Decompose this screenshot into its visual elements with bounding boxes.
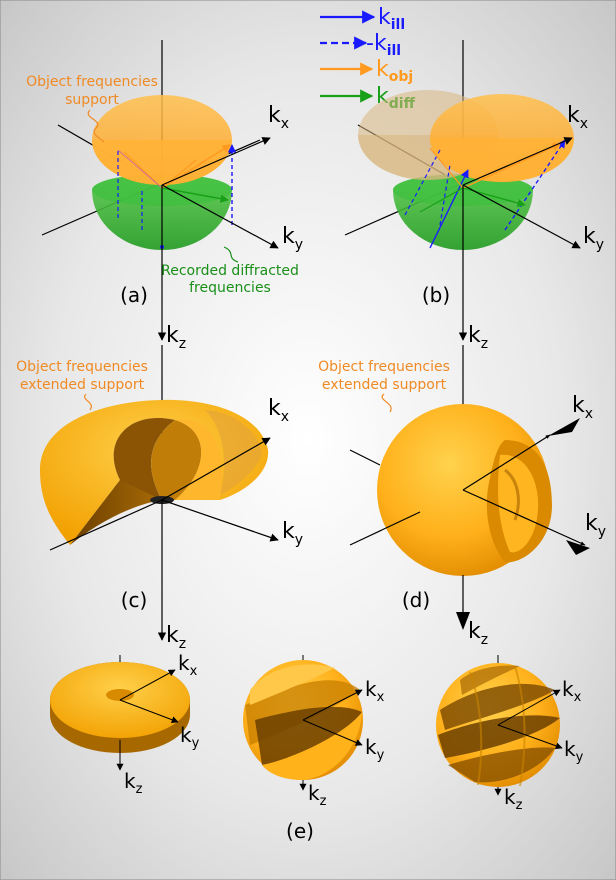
recorded-frequencies-label: Recorded diffracted: [161, 263, 299, 279]
recorded-frequencies-pointer: [223, 246, 239, 263]
label-kz-c: kz: [166, 623, 186, 652]
panel-d: kx ky kz Object frequencies extended sup…: [318, 345, 606, 648]
legend-item-neg-k-ill: -kill: [320, 31, 401, 59]
legend-item-k-obj: kobj: [320, 57, 413, 85]
legend: kill -kill kobj kdiff: [320, 5, 416, 112]
svg-text:-kill: -kill: [366, 31, 401, 59]
panel-label-e: (e): [286, 819, 314, 843]
label-kx-b: kx: [567, 103, 588, 132]
label-ky-a: ky: [282, 224, 303, 253]
object-support-label: Object frequencies: [26, 74, 158, 90]
svg-text:kobj: kobj: [376, 57, 413, 85]
panel-label-a: (a): [120, 283, 148, 307]
recorded-frequencies-label-2: frequencies: [189, 280, 271, 296]
object-support-label-2: support: [65, 92, 119, 108]
axis-x-a: [161, 137, 271, 186]
panel-label-d: (d): [402, 588, 430, 612]
extended-support-label-d-2: extended support: [322, 377, 447, 393]
label-kz-e1: kz: [124, 769, 143, 797]
extended-support-pointer-d: [381, 393, 392, 413]
axis-y-a: [161, 184, 279, 249]
label-kz-e3: kz: [504, 785, 523, 813]
panel-b: kx ky kz (b): [344, 40, 604, 352]
vectors-a: [117, 144, 237, 249]
panel-e: kx ky kz kx ky kz: [50, 651, 584, 843]
panel-label-b: (b): [422, 283, 450, 307]
label-kz-a: kz: [166, 323, 186, 352]
extended-support-pointer-c: [84, 393, 92, 411]
extended-support-label-c: Object frequencies: [16, 359, 148, 375]
shape-e2: kx ky kz: [243, 655, 385, 809]
legend-item-k-ill: kill: [320, 5, 405, 33]
panel-c: kx ky kz Object frequencies extended sup…: [16, 345, 303, 652]
label-ky-e2: ky: [365, 735, 385, 763]
object-support-pointer: [87, 109, 105, 143]
label-ky-c: ky: [282, 519, 303, 548]
label-kx-e3: kx: [562, 677, 582, 705]
label-kx-d: kx: [572, 393, 593, 422]
shape-e1: kx ky kz: [50, 651, 200, 797]
label-ky-e1: ky: [180, 723, 200, 751]
extended-support-label-d: Object frequencies: [318, 359, 450, 375]
label-ky-e3: ky: [564, 737, 584, 765]
shape-e3: kx ky kz: [436, 655, 584, 813]
label-ky-b: ky: [583, 224, 604, 253]
label-kz-e2: kz: [308, 781, 327, 809]
label-kx-e2: kx: [365, 677, 385, 705]
vectors-b: [404, 139, 566, 249]
label-kz-d: kz: [468, 619, 488, 648]
svg-text:kill: kill: [378, 5, 405, 33]
label-kx-c: kx: [268, 396, 289, 425]
panel-a: kx ky kz Object frequencies support Reco…: [26, 40, 303, 352]
label-kx-e1: kx: [178, 651, 198, 679]
label-ky-d: ky: [585, 511, 606, 540]
label-kx-a: kx: [268, 103, 289, 132]
panel-label-c: (c): [121, 588, 148, 612]
label-kz-b: kz: [468, 323, 488, 352]
extended-support-label-c-2: extended support: [20, 377, 145, 393]
